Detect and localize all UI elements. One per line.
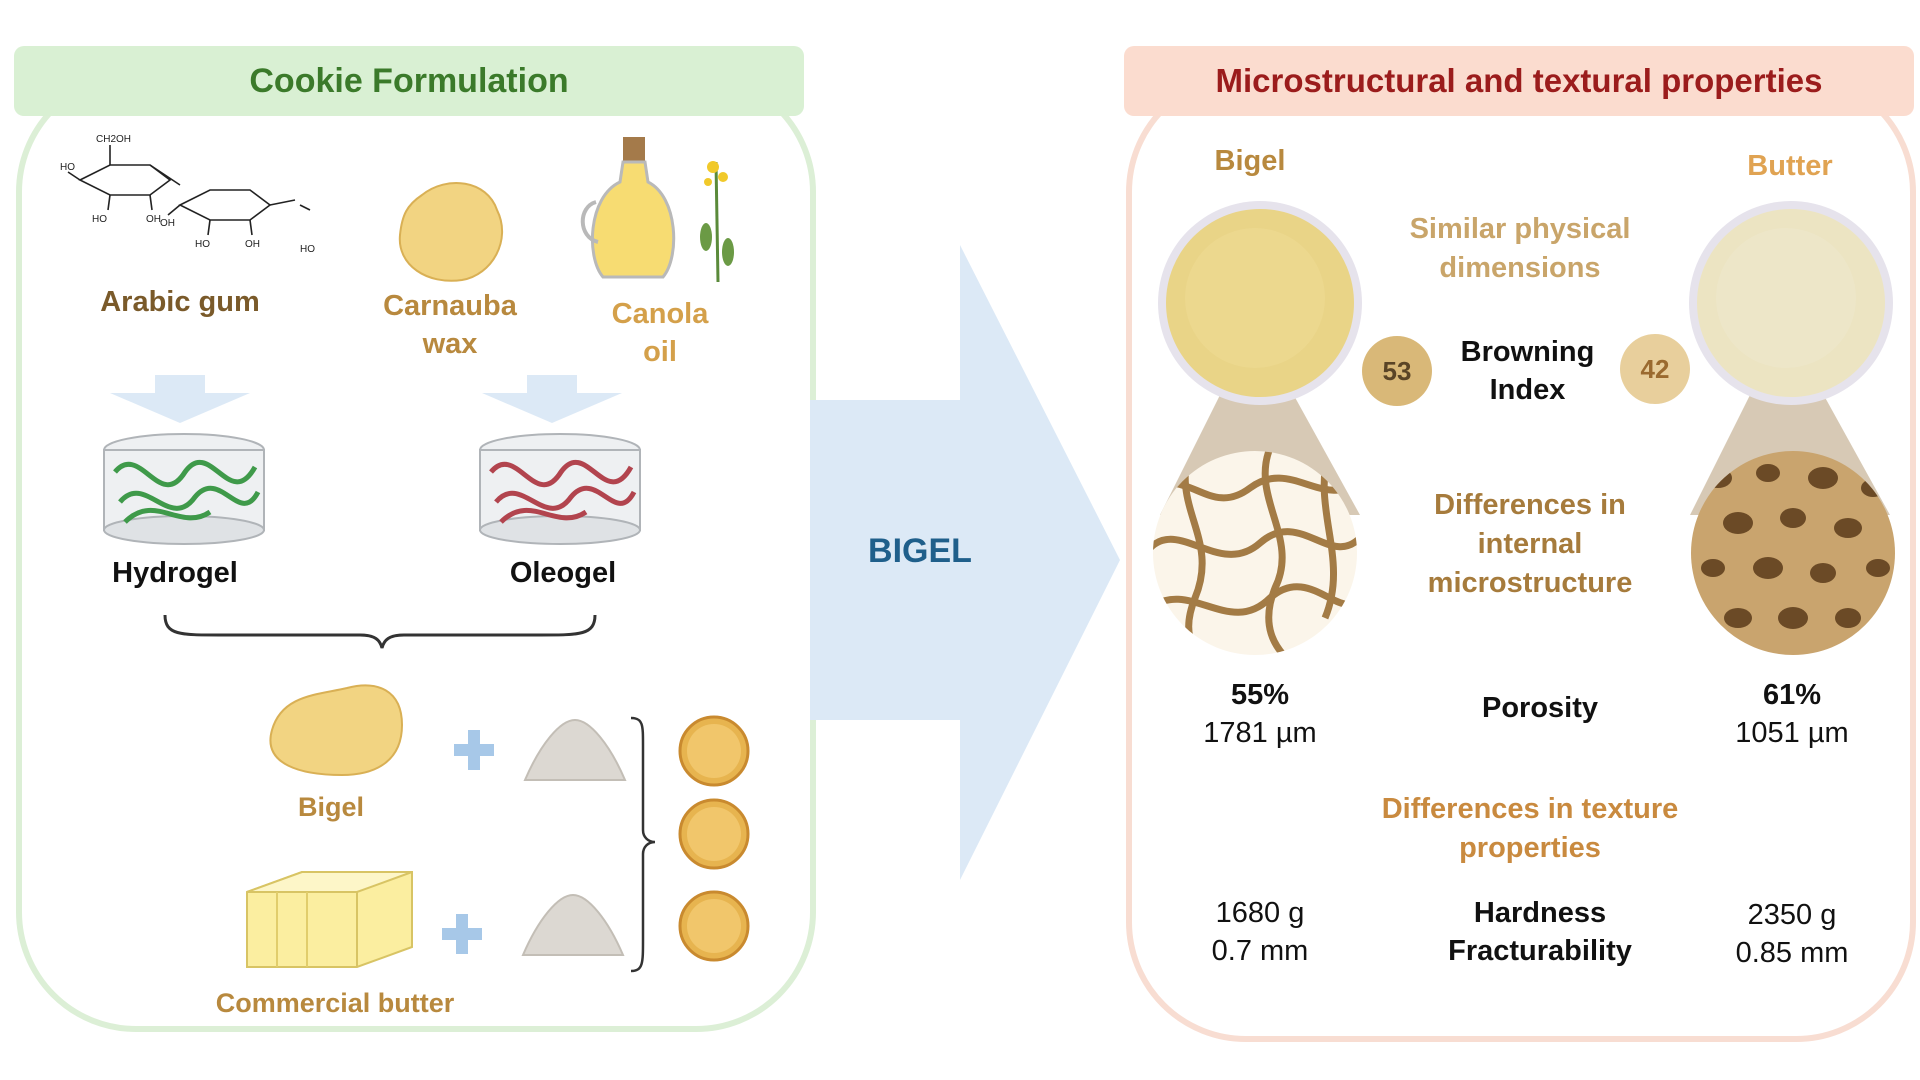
butter-browning-badge: 42 <box>1620 334 1690 404</box>
butter-fracturability: 0.85 mm <box>1735 937 1849 969</box>
bigel-fracturability: 0.7 mm <box>1211 935 1309 967</box>
butter-porosity-values: 61% 1051 µm <box>1712 676 1872 752</box>
brace-icon <box>163 614 597 649</box>
bigel-blob-icon <box>269 684 404 777</box>
arabic-gum-label: Arabic gum <box>100 286 260 318</box>
butter-pore-size: 1051 µm <box>1735 717 1849 749</box>
bigel-microstructure-image <box>1153 451 1357 655</box>
mol-label: HO <box>195 239 210 250</box>
down-arrow-icon <box>110 375 250 423</box>
bigel-column-title: Bigel <box>1214 145 1286 177</box>
bigel-porosity-values: 55% 1781 µm <box>1180 676 1340 752</box>
bigel-pore-size: 1781 µm <box>1203 717 1317 749</box>
bigel-arrow <box>810 245 1120 880</box>
bigel-browning-badge: 53 <box>1362 336 1432 406</box>
mol-label: HO <box>300 244 315 255</box>
butter-hardness: 2350 g <box>1747 899 1837 931</box>
carnauba-wax-icon <box>398 182 503 282</box>
porosity-label: Porosity <box>1481 692 1599 724</box>
hydrogel-icon <box>103 433 265 545</box>
bigel-porosity: 55% <box>1230 679 1290 711</box>
bigel-cookie-image <box>1158 201 1362 405</box>
oleogel-label: Oleogel <box>509 557 617 589</box>
flour-icon <box>521 893 625 956</box>
mol-label: HO <box>60 162 75 173</box>
butter-porosity: 61% <box>1762 679 1822 711</box>
mol-label: OH <box>160 218 175 229</box>
bigel-hardness: 1680 g <box>1215 897 1305 929</box>
hydrogel-label: Hydrogel <box>112 557 238 589</box>
bigel-label: Bigel <box>297 792 364 822</box>
plus-icon <box>442 914 482 954</box>
mol-label: HO <box>92 214 107 225</box>
butter-texture-values: 2350 g 0.85 mm <box>1712 896 1872 972</box>
cookie-formulation-header: Cookie Formulation <box>14 46 804 116</box>
side-brace-icon <box>630 716 656 973</box>
mol-label: OH <box>146 214 161 225</box>
butter-block-icon <box>246 871 413 968</box>
flour-icon <box>523 718 627 781</box>
mol-label: CH2OH <box>96 134 131 145</box>
plus-icon <box>454 730 494 770</box>
canola-oil-icon <box>580 137 734 283</box>
cookie-icon <box>678 798 750 870</box>
properties-header: Microstructural and textural properties <box>1124 46 1914 116</box>
oleogel-icon <box>479 433 641 545</box>
mol-label: OH <box>245 239 260 250</box>
cookie-icon <box>678 715 750 787</box>
butter-microstructure-image <box>1691 451 1895 655</box>
bigel-texture-values: 1680 g 0.7 mm <box>1180 894 1340 970</box>
butter-column-title: Butter <box>1747 150 1833 182</box>
bigel-arrow-label: BIGEL <box>868 532 972 570</box>
cookie-icon <box>678 890 750 962</box>
commercial-butter-label: Commercial butter <box>215 988 455 1018</box>
butter-cookie-image <box>1689 201 1893 405</box>
arabic-gum-molecule-icon: CH2OH HO HO OH OH HO OH HO <box>60 134 315 255</box>
down-arrow-icon <box>482 375 622 423</box>
